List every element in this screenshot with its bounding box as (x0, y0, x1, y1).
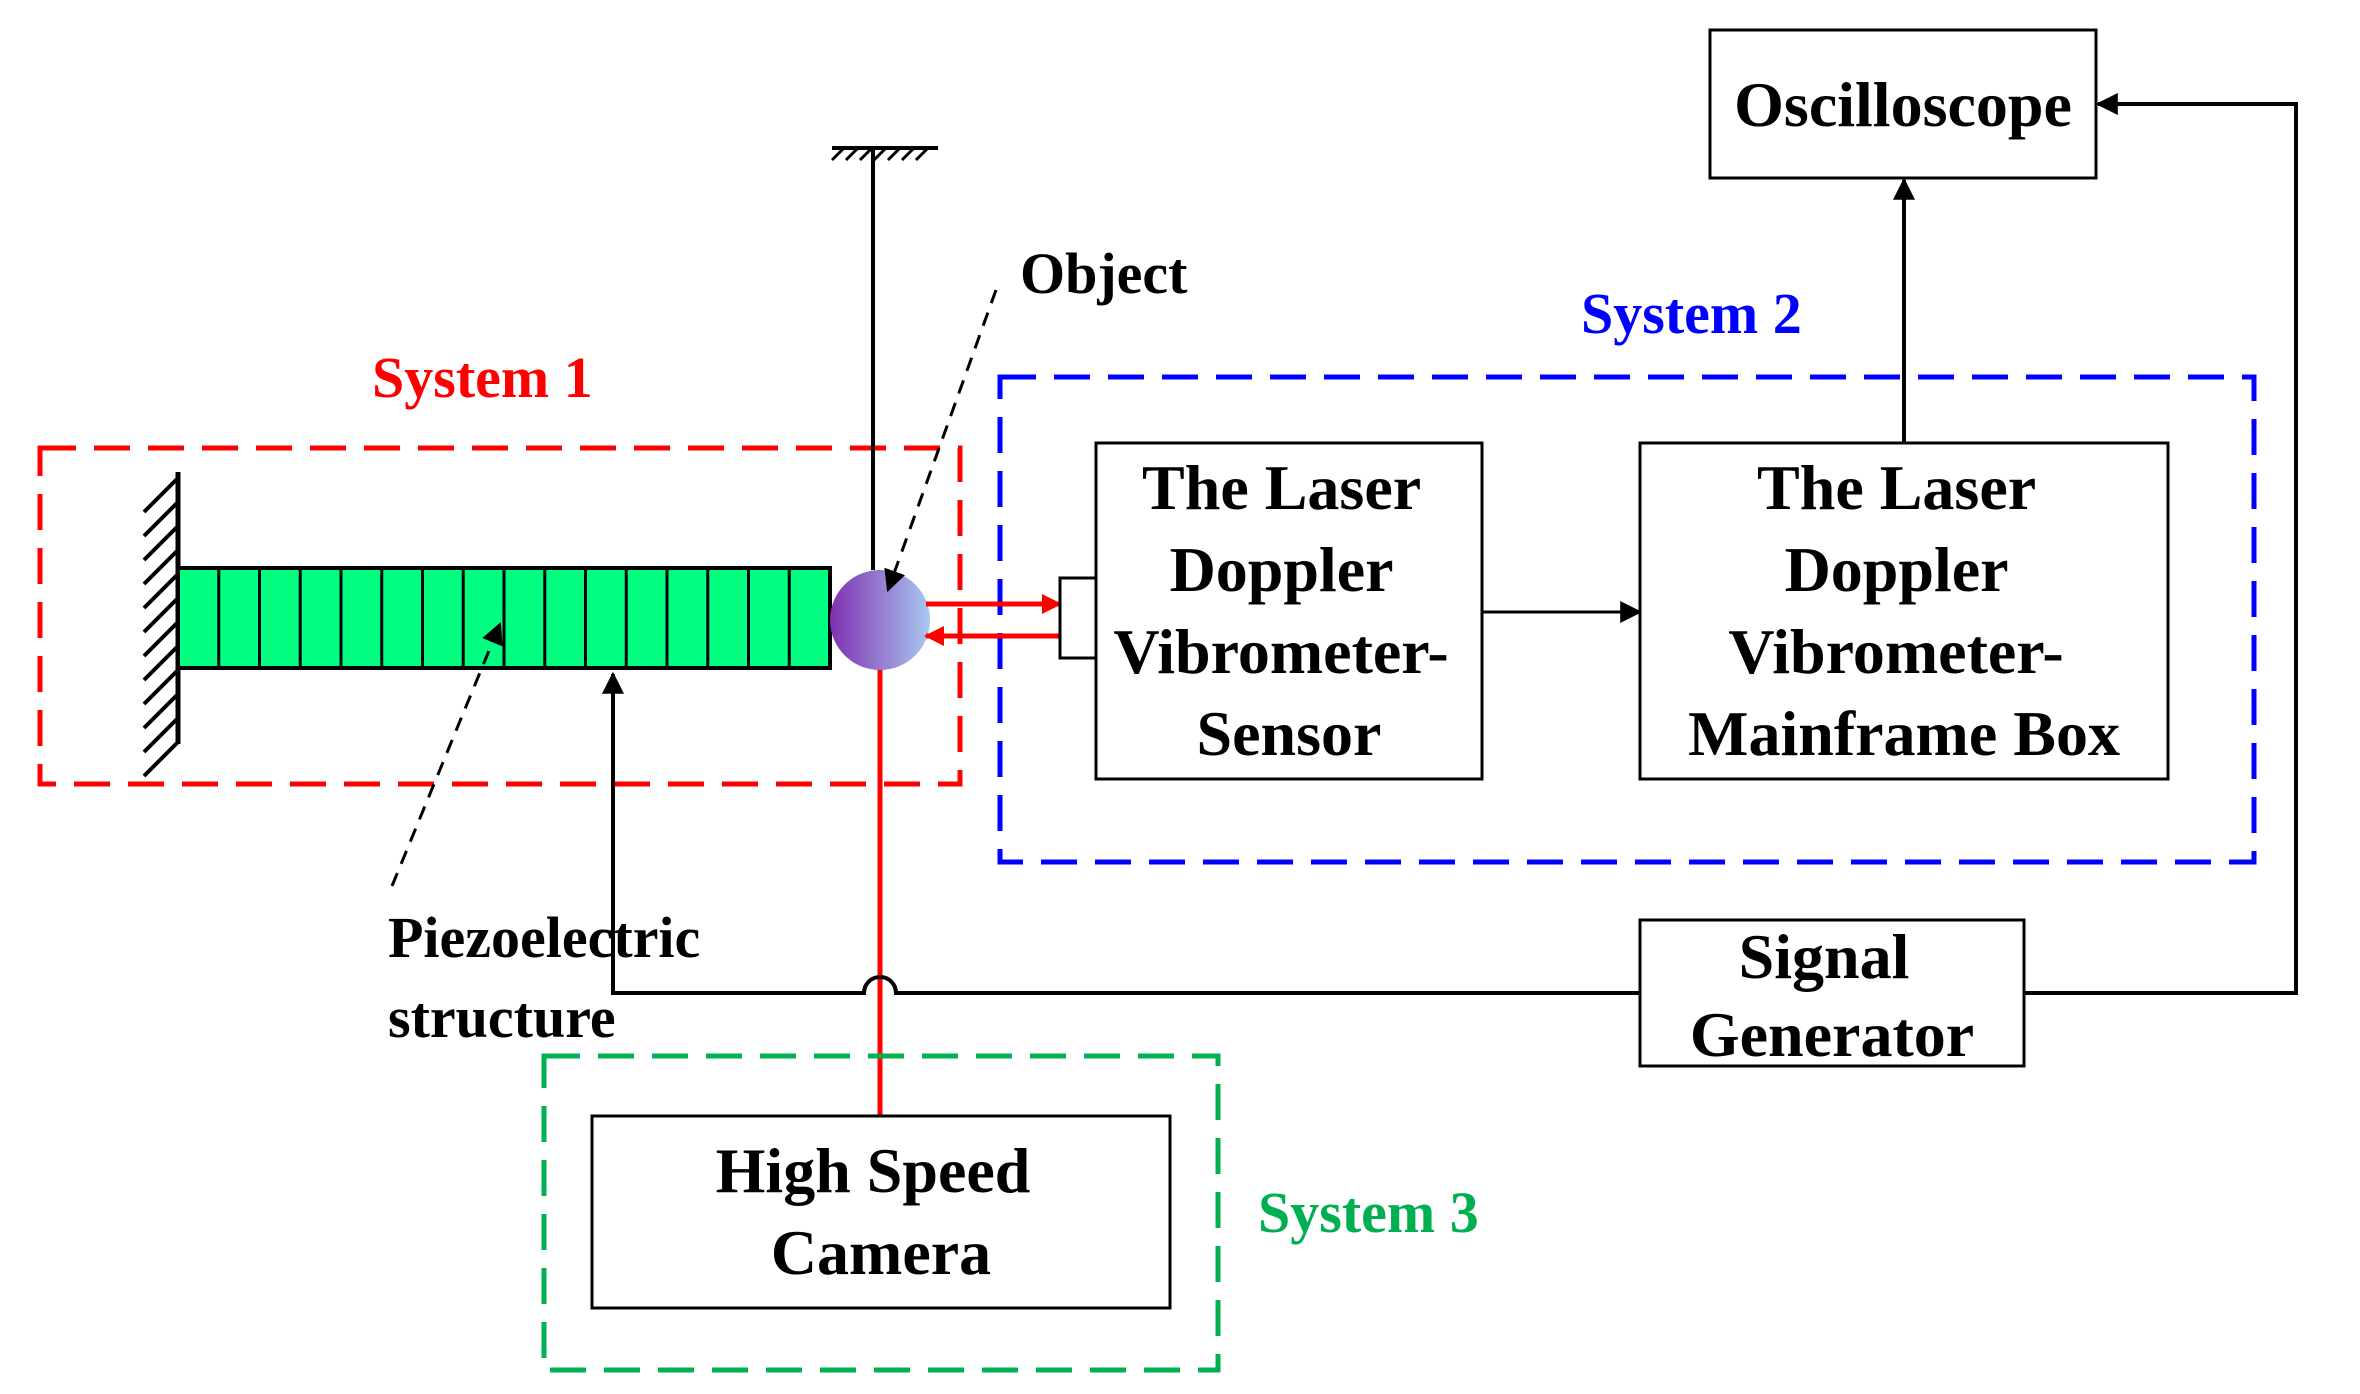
system1-boundary (37, 445, 963, 787)
ceiling-hatch-line (914, 146, 930, 162)
signal-generator-box (1638, 918, 2026, 1068)
wall-hatch-line (142, 476, 180, 514)
system3-boundary (541, 1053, 1221, 1373)
system1-label: System 1 (372, 345, 593, 410)
sensor-lens (1058, 576, 1098, 660)
system2-boundary (997, 374, 2257, 865)
wall-hatch-line (142, 596, 180, 634)
wall-hatch-line (142, 620, 180, 658)
wall-hatch-line (142, 692, 180, 730)
camera-text: High Speed Camera (716, 1135, 1047, 1288)
system2-label: System 2 (1581, 281, 1802, 346)
object-sphere (830, 570, 930, 670)
system3-label: System 3 (1258, 1180, 1479, 1245)
ldv-sensor-box (1094, 441, 1484, 781)
wall-hatch-line (142, 716, 180, 754)
wall-hatch-line (142, 500, 180, 538)
ldv-mainframe-text: The Laser Doppler Vibrometer- Mainframe … (1688, 452, 2120, 769)
ceiling-hatch-line (858, 146, 874, 162)
ldv-sensor-text: The Laser Doppler Vibrometer- Sensor (1113, 452, 1464, 769)
wall-hatch-line (142, 572, 180, 610)
camera-box (590, 1114, 1172, 1310)
ceiling-hatch-line (830, 146, 846, 162)
wall-hatch-line (142, 524, 180, 562)
fixed-wall (142, 472, 181, 778)
object-label: Object (1020, 241, 1188, 306)
ceiling-mount (830, 146, 938, 162)
ceiling-hatch-line (900, 146, 916, 162)
wall-hatch-line (142, 644, 180, 682)
ldv-mainframe-box (1638, 441, 2170, 781)
piezo-label-line1: Piezoelectric (388, 905, 700, 970)
piezoelectric-beam (176, 566, 832, 670)
oscilloscope-label: Oscilloscope (1734, 69, 2072, 140)
signal-generator-text: Signal Generator (1690, 921, 1974, 1070)
oscilloscope-box (1708, 28, 2098, 180)
generator-to-oscilloscope-line (2024, 93, 2298, 995)
wall-hatch-line (142, 548, 180, 586)
ceiling-hatch-line (844, 146, 860, 162)
ceiling-hatch-line (886, 146, 902, 162)
object-pointer (884, 289, 998, 593)
ceiling-hatch-line (872, 146, 888, 162)
wall-hatch-line (142, 740, 180, 778)
generator-to-piezo-line (602, 671, 1640, 995)
wall-hatch-line (142, 668, 180, 706)
piezo-label-line2: structure (388, 985, 616, 1050)
